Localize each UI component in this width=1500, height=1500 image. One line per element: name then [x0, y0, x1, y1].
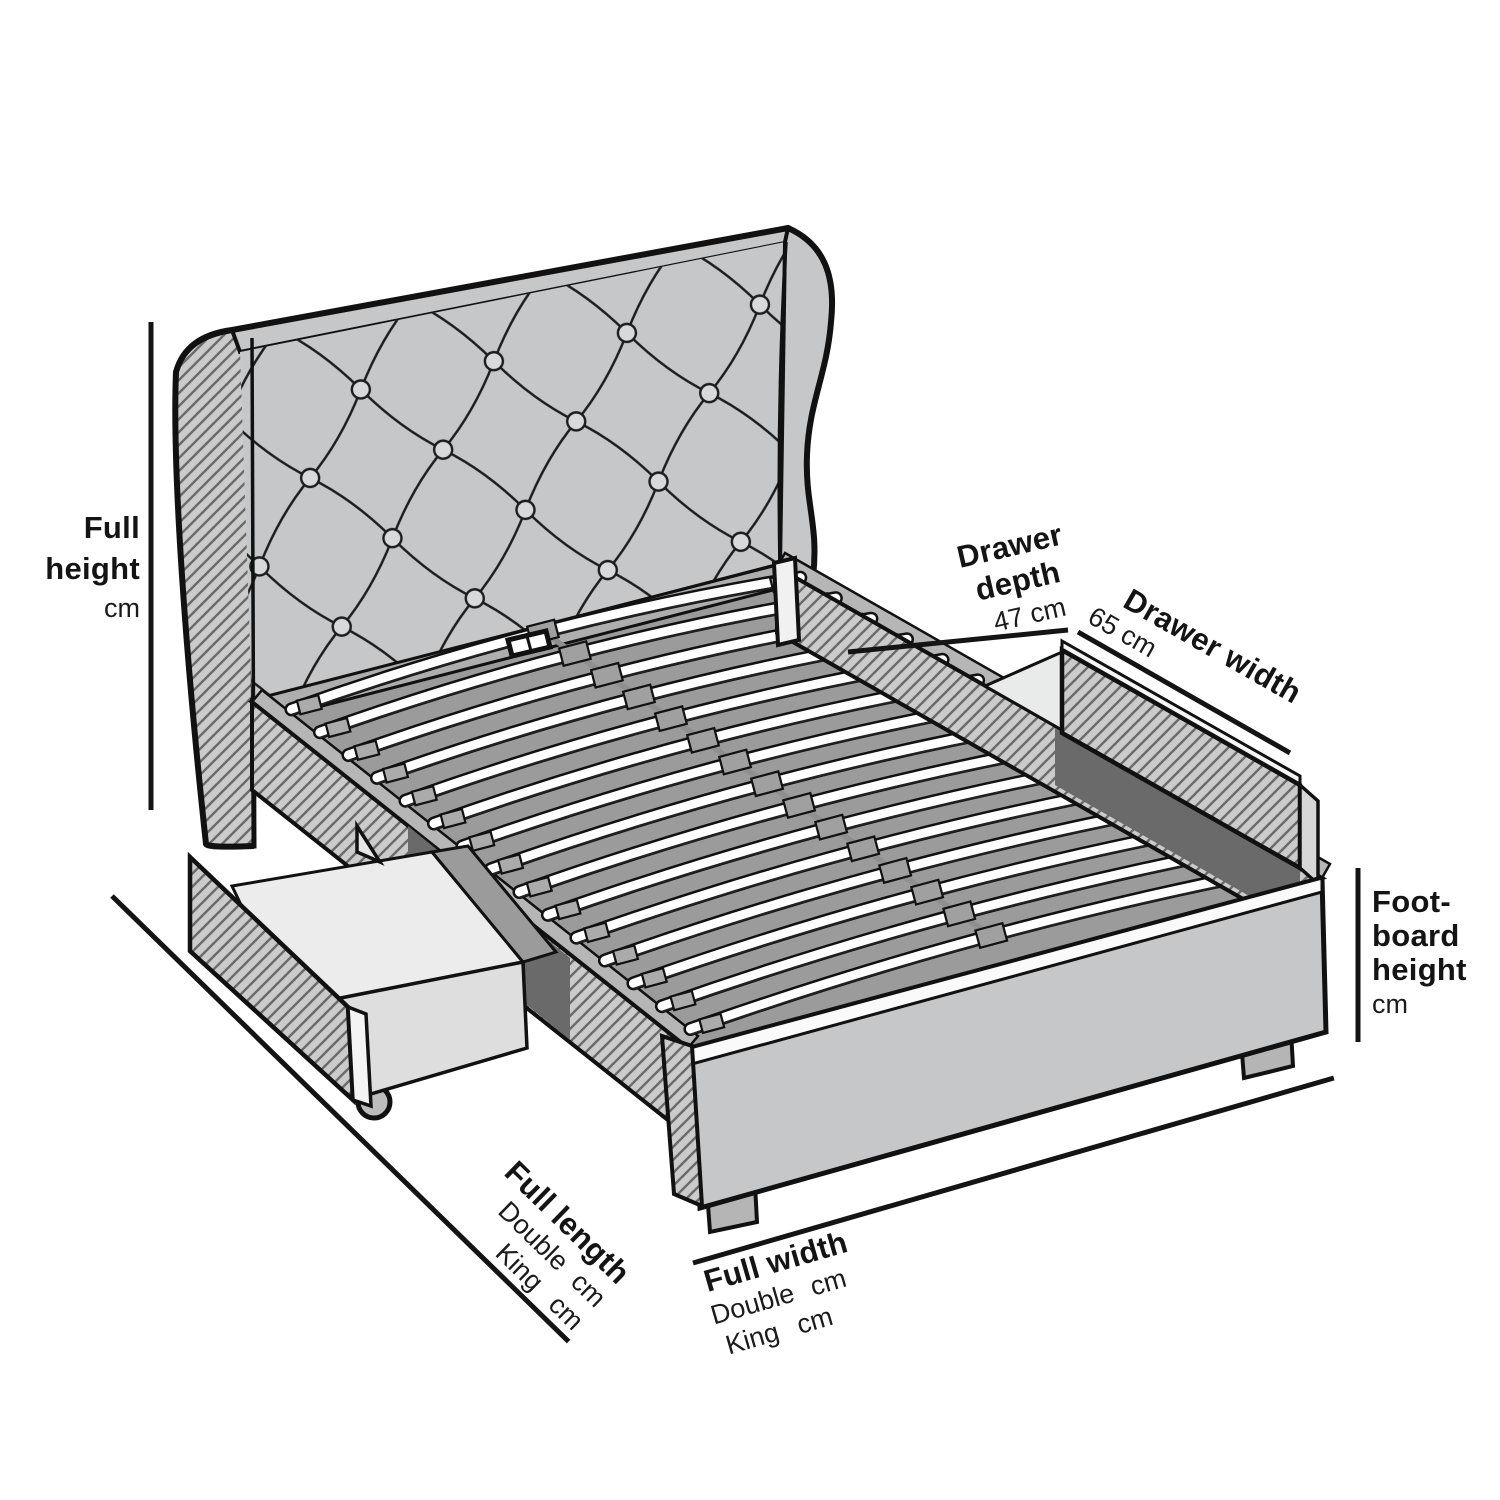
dimension-full-height: Full height cm: [45, 322, 154, 810]
footboard-side-cap: [659, 1033, 705, 1210]
drawer-depth-line: [847, 627, 1069, 655]
right-drawer-opening: [1055, 725, 1300, 925]
full-height-title-line1: Full: [84, 510, 140, 545]
dimension-footboard-height: Foot- board height cm: [1355, 868, 1467, 1042]
footboard: [659, 874, 1329, 1235]
left-drawer-front-edge: [346, 1004, 373, 1109]
left-drawer: [187, 820, 559, 1121]
left-drawer-back-gap: [429, 844, 559, 964]
full-width-line: [692, 1075, 1335, 1266]
drawer-width-line: [1076, 629, 1292, 756]
footboard-height-unit: cm: [1372, 989, 1408, 1019]
footboard-height-title-line1: Foot-: [1372, 884, 1451, 919]
right-drawer: [981, 638, 1320, 888]
footboard-height-title-line3: height: [1372, 952, 1467, 987]
left-drawer-back-fin: [355, 820, 385, 866]
full-length-line: [110, 894, 571, 1344]
right-drawer-end-cap: [1298, 781, 1320, 888]
headboard-outline-left: [172, 327, 255, 850]
footboard-height-title-line2: board: [1372, 918, 1460, 953]
hinge-bracket-divider: [525, 635, 533, 652]
full-height-title-line2: height: [45, 551, 140, 586]
headboard-wing-fold-line: [777, 241, 788, 568]
full-height-unit: cm: [104, 593, 140, 623]
corner-post: [771, 555, 802, 648]
